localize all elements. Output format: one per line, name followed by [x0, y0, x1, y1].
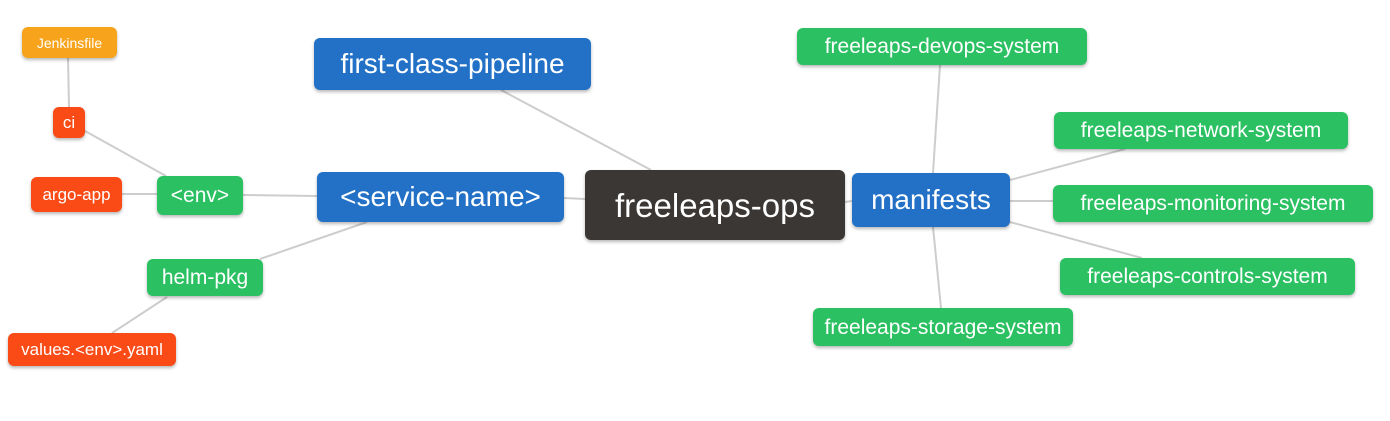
edge-helm-pkg-values: [111, 296, 168, 334]
edge-pipeline-root: [500, 89, 652, 171]
node-jenkinsfile[interactable]: Jenkinsfile: [22, 27, 117, 58]
edge-manifests-network: [1009, 148, 1126, 181]
node-freeleaps-network-system[interactable]: freeleaps-network-system: [1054, 112, 1348, 149]
node-freeleaps-devops-system[interactable]: freeleaps-devops-system: [797, 28, 1087, 65]
node-freeleaps-storage-system[interactable]: freeleaps-storage-system: [813, 308, 1073, 346]
edge-service-name-root: [563, 197, 586, 200]
edge-env-service-name: [242, 194, 318, 197]
edge-manifests-devops: [932, 64, 941, 174]
node-service-name[interactable]: <service-name>: [317, 172, 564, 222]
node-env[interactable]: <env>: [157, 176, 243, 215]
node-helm-pkg[interactable]: helm-pkg: [147, 259, 263, 296]
edge-manifests-controls: [1009, 221, 1143, 259]
node-ci[interactable]: ci: [53, 107, 85, 138]
edge-jenkinsfile-ci: [67, 57, 70, 108]
edge-manifests-storage: [932, 226, 942, 309]
edge-service-name-helm-pkg: [259, 221, 368, 260]
node-freeleaps-monitoring-system[interactable]: freeleaps-monitoring-system: [1053, 185, 1373, 222]
edge-ci-env: [84, 130, 167, 177]
node-manifests[interactable]: manifests: [852, 173, 1010, 227]
node-argo-app[interactable]: argo-app: [31, 177, 122, 212]
node-values-env-yaml[interactable]: values.<env>.yaml: [8, 333, 176, 366]
node-first-class-pipeline[interactable]: first-class-pipeline: [314, 38, 591, 90]
node-freeleaps-controls-system[interactable]: freeleaps-controls-system: [1060, 258, 1355, 295]
edge-root-manifests: [844, 200, 853, 203]
node-freeleaps-ops[interactable]: freeleaps-ops: [585, 170, 845, 240]
